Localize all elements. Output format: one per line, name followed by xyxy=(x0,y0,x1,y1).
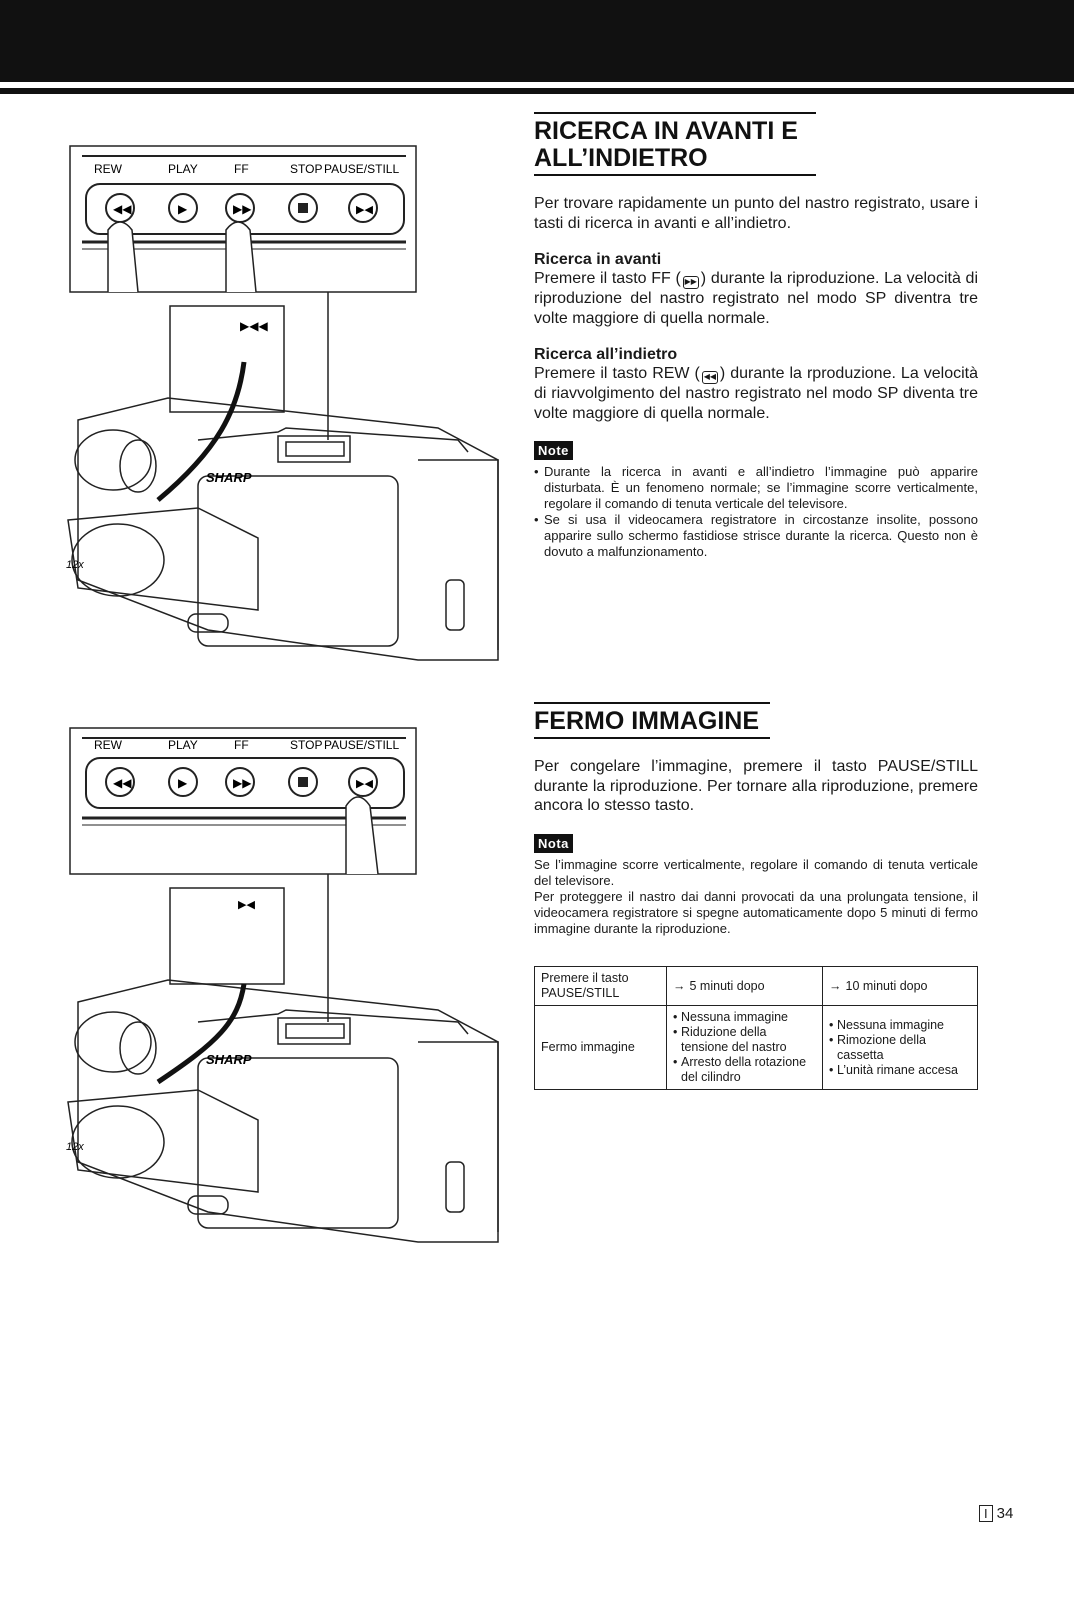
svg-text:▶▶: ▶▶ xyxy=(233,202,252,216)
rew-glyph-icon: ◀◀ xyxy=(701,371,718,384)
label-rew: REW xyxy=(94,162,123,176)
list-item: Riduzione della tensione del nastro xyxy=(673,1025,816,1055)
stop-button-icon xyxy=(288,767,318,797)
header-band xyxy=(0,0,1074,82)
label-rew: REW xyxy=(94,738,123,752)
note-item: Se si usa il videocamera registratore in… xyxy=(534,512,978,560)
label-pause-still: PAUSE/STILL xyxy=(324,738,399,752)
reverse-text: Premere il tasto REW (◀◀) durante la rpr… xyxy=(534,365,978,422)
table-cell: Nessuna immagine Riduzione della tension… xyxy=(666,1005,823,1090)
label-play: PLAY xyxy=(168,162,198,176)
rew-button-icon xyxy=(105,767,135,797)
still-timing-table: Premere il tasto PAUSE/STILL →5 minuti d… xyxy=(534,966,978,1090)
table-row: Premere il tasto PAUSE/STILL →5 minuti d… xyxy=(534,966,978,1006)
note-list: Durante la ricerca in avanti e all’indie… xyxy=(534,464,978,560)
brand-logo: SHARP xyxy=(206,1052,252,1067)
label-ff: FF xyxy=(234,738,249,752)
svg-text:▶◀: ▶◀ xyxy=(356,204,373,216)
table-row: Fermo immagine Nessuna immagine Riduzion… xyxy=(534,1005,978,1090)
screen-still-symbol: ▶◀ xyxy=(238,899,255,911)
svg-text:◀◀: ◀◀ xyxy=(113,776,132,790)
table-cell: →10 minuti dopo xyxy=(822,966,978,1006)
nota-badge: Nota xyxy=(534,833,573,853)
svg-text:▶: ▶ xyxy=(178,776,188,790)
list-item: Arresto della rotazione del cilindro xyxy=(673,1055,816,1085)
table-cell: Premere il tasto PAUSE/STILL xyxy=(534,966,667,1006)
section-search: RICERCA IN AVANTI E ALL’INDIETRO Per tro… xyxy=(534,112,978,560)
play-button-icon xyxy=(168,767,198,797)
pause-button-icon xyxy=(348,193,378,223)
nota-text-1: Se l’immagine scorre verticalmente, rego… xyxy=(534,856,978,888)
reverse-title: Ricerca all’indietro xyxy=(534,346,678,363)
label-stop: STOP xyxy=(290,162,322,176)
list-item: Nessuna immagine xyxy=(829,1018,971,1033)
play-button-icon xyxy=(168,193,198,223)
brand-logo: SHARP xyxy=(206,470,252,485)
page-number-value: 34 xyxy=(996,1505,1014,1522)
list-item: Nessuna immagine xyxy=(673,1010,816,1025)
ff-glyph-icon: ▶▶ xyxy=(682,276,699,289)
ff-button-icon xyxy=(225,767,255,797)
nota-text-2: Per proteggere il nastro dai danni provo… xyxy=(534,888,978,936)
section-still: FERMO IMMAGINE Per congelare l’immagine,… xyxy=(534,702,978,937)
section-title-search: RICERCA IN AVANTI E ALL’INDIETRO xyxy=(534,112,816,176)
figure-still-illustration: REW PLAY FF STOP PAUSE/STILL ◀◀ ▶ ▶▶ ▶◀ … xyxy=(58,722,508,1252)
list-item: Rimozione della cassetta xyxy=(829,1033,971,1063)
forward-title: Ricerca in avanti xyxy=(534,251,662,268)
table-cell: Nessuna immagine Rimozione della cassett… xyxy=(822,1005,978,1090)
heading-line-1: RICERCA IN AVANTI E xyxy=(534,117,798,145)
svg-text:▶▶: ▶▶ xyxy=(233,776,252,790)
svg-text:▶◀: ▶◀ xyxy=(356,778,373,790)
zoom-label: 12x xyxy=(66,1141,84,1153)
label-play: PLAY xyxy=(168,738,198,752)
label-stop: STOP xyxy=(290,738,322,752)
note-item: Durante la ricerca in avanti e all’indie… xyxy=(534,464,978,512)
figure-search-illustration: REW PLAY FF STOP PAUSE/STILL ◀◀ ▶ ▶▶ ▶◀ … xyxy=(58,140,508,670)
zoom-label: 12x xyxy=(66,559,84,571)
page-section-letter: I xyxy=(979,1505,993,1522)
note-badge: Note xyxy=(534,441,573,460)
screen-search-symbol: ▶◀◀ xyxy=(240,319,268,333)
list-item: L’unità rimane accesa xyxy=(829,1063,971,1078)
header-rule xyxy=(0,88,1074,94)
section-title-still: FERMO IMMAGINE xyxy=(534,702,770,739)
still-intro: Per congelare l’immagine, premere il tas… xyxy=(534,758,978,814)
label-pause-still: PAUSE/STILL xyxy=(324,162,399,176)
pause-button-icon xyxy=(348,767,378,797)
svg-text:◀◀: ◀◀ xyxy=(113,202,132,216)
table-cell: →5 minuti dopo xyxy=(666,966,823,1006)
table-cell: Fermo immagine xyxy=(534,1005,667,1090)
heading-line-2: ALL’INDIETRO xyxy=(534,144,708,172)
label-ff: FF xyxy=(234,162,249,176)
search-intro: Per trovare rapidamente un punto del nas… xyxy=(534,195,978,232)
svg-text:▶: ▶ xyxy=(178,202,188,216)
stop-button-icon xyxy=(288,193,318,223)
forward-text: Premere il tasto FF (▶▶) durante la ripr… xyxy=(534,270,978,327)
